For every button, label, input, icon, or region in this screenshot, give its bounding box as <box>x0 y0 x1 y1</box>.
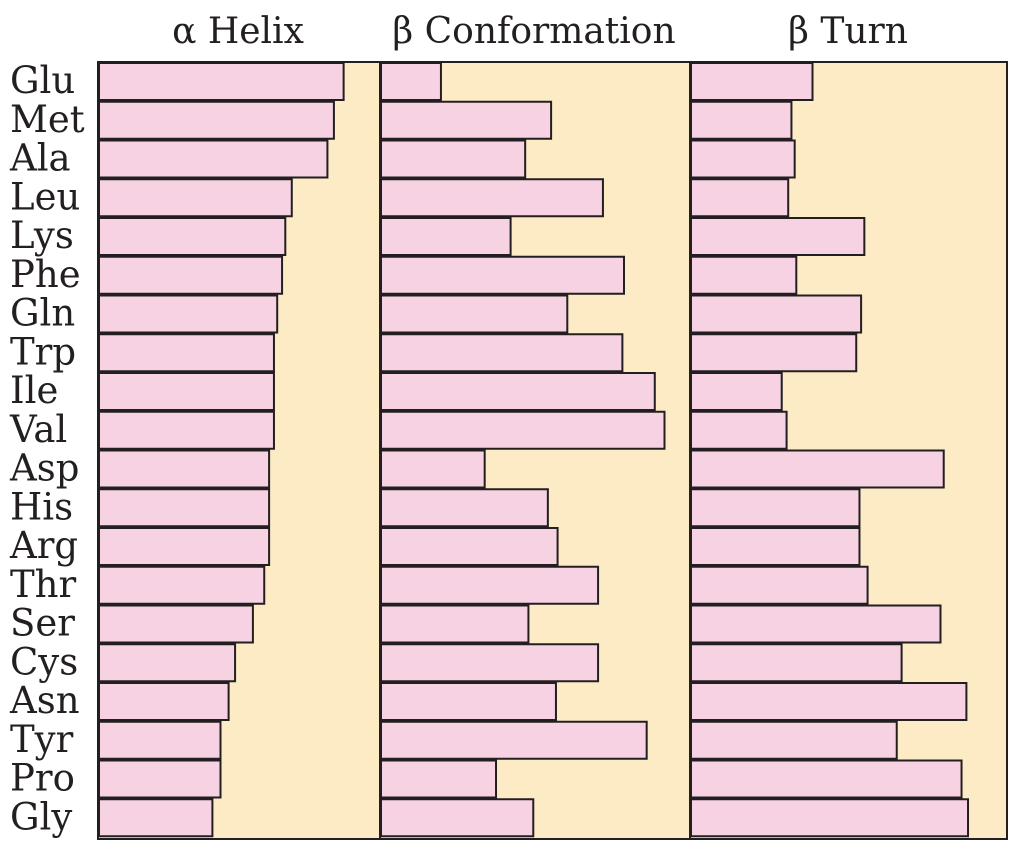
row-label-phe: Phe <box>10 253 81 296</box>
bar-1-leu <box>98 178 293 218</box>
bar-1-ala <box>98 139 329 179</box>
bar-2-lys <box>380 217 512 256</box>
bar-2-pro <box>380 759 498 799</box>
row-label-pro: Pro <box>10 757 75 800</box>
bar-3-ser <box>690 604 942 644</box>
bar-3-thr <box>690 565 869 605</box>
panel-title-2: β Conformation <box>392 11 675 52</box>
bar-3-met <box>690 100 793 140</box>
row-label-glu: Glu <box>10 59 75 102</box>
bar-2-gln <box>380 294 569 334</box>
bar-3-arg <box>690 527 861 566</box>
bar-3-his <box>690 488 861 528</box>
row-label-ser: Ser <box>10 602 75 645</box>
row-label-leu: Leu <box>10 175 80 218</box>
bar-3-lys <box>690 217 866 256</box>
bar-1-asp <box>98 449 271 489</box>
bar-3-glu <box>690 62 814 101</box>
row-label-val: Val <box>9 408 67 451</box>
row-label-gly: Gly <box>10 795 72 838</box>
bar-3-leu <box>690 178 790 218</box>
row-label-trp: Trp <box>10 330 76 373</box>
bar-1-his <box>98 488 271 528</box>
bar-1-tyr <box>98 720 222 760</box>
row-label-ile: Ile <box>10 369 58 412</box>
bar-1-thr <box>98 565 266 605</box>
bar-3-asp <box>690 449 945 489</box>
bar-2-leu <box>380 178 604 218</box>
bar-3-trp <box>690 333 858 373</box>
bar-2-val <box>380 410 666 450</box>
bar-3-gln <box>690 294 863 334</box>
bar-2-ile <box>380 372 656 411</box>
bar-3-phe <box>690 255 798 295</box>
row-label-met: Met <box>10 98 85 141</box>
row-label-cys: Cys <box>10 640 78 683</box>
bar-2-gly <box>380 798 535 838</box>
bar-1-glu <box>98 62 345 101</box>
bar-2-arg <box>380 527 559 566</box>
bar-1-pro <box>98 759 222 799</box>
row-label-ala: Ala <box>9 137 71 180</box>
bar-3-val <box>690 410 788 450</box>
bar-1-trp <box>98 333 275 373</box>
bar-2-cys <box>380 643 600 683</box>
row-label-lys: Lys <box>10 214 74 257</box>
panel-title-3: β Turn <box>788 11 908 52</box>
bar-2-ser <box>380 604 530 644</box>
row-label-gln: Gln <box>10 292 75 335</box>
bar-2-phe <box>380 255 625 295</box>
bar-3-ile <box>690 372 783 411</box>
bar-1-gly <box>98 798 214 838</box>
bar-2-asp <box>380 449 486 489</box>
row-label-asp: Asp <box>9 447 79 490</box>
row-label-tyr: Tyr <box>10 718 74 761</box>
bar-2-ala <box>380 139 527 179</box>
bar-1-asn <box>98 682 230 721</box>
bar-2-trp <box>380 333 624 373</box>
bar-3-asn <box>690 682 968 721</box>
row-label-his: His <box>10 485 73 528</box>
bar-2-asn <box>380 682 557 721</box>
row-label-arg: Arg <box>9 524 78 567</box>
bar-1-cys <box>98 643 237 683</box>
bar-2-glu <box>380 62 442 101</box>
bar-2-thr <box>380 565 600 605</box>
bar-3-cys <box>690 643 903 683</box>
bar-1-gln <box>98 294 279 334</box>
bar-2-his <box>380 488 549 528</box>
bar-3-ala <box>690 139 796 179</box>
bar-3-tyr <box>690 720 898 760</box>
bar-1-ser <box>98 604 254 644</box>
bar-1-lys <box>98 217 287 256</box>
bar-1-arg <box>98 527 271 566</box>
bar-1-phe <box>98 255 284 295</box>
bar-3-pro <box>690 759 963 799</box>
bar-3-gly <box>690 798 970 838</box>
bar-2-tyr <box>380 720 648 760</box>
bar-2-met <box>380 100 553 140</box>
panel-title-1: α Helix <box>172 11 304 52</box>
bar-1-met <box>98 100 335 140</box>
row-label-thr: Thr <box>10 563 77 606</box>
bar-1-ile <box>98 372 275 411</box>
row-label-asn: Asn <box>9 679 80 722</box>
bar-1-val <box>98 410 275 450</box>
